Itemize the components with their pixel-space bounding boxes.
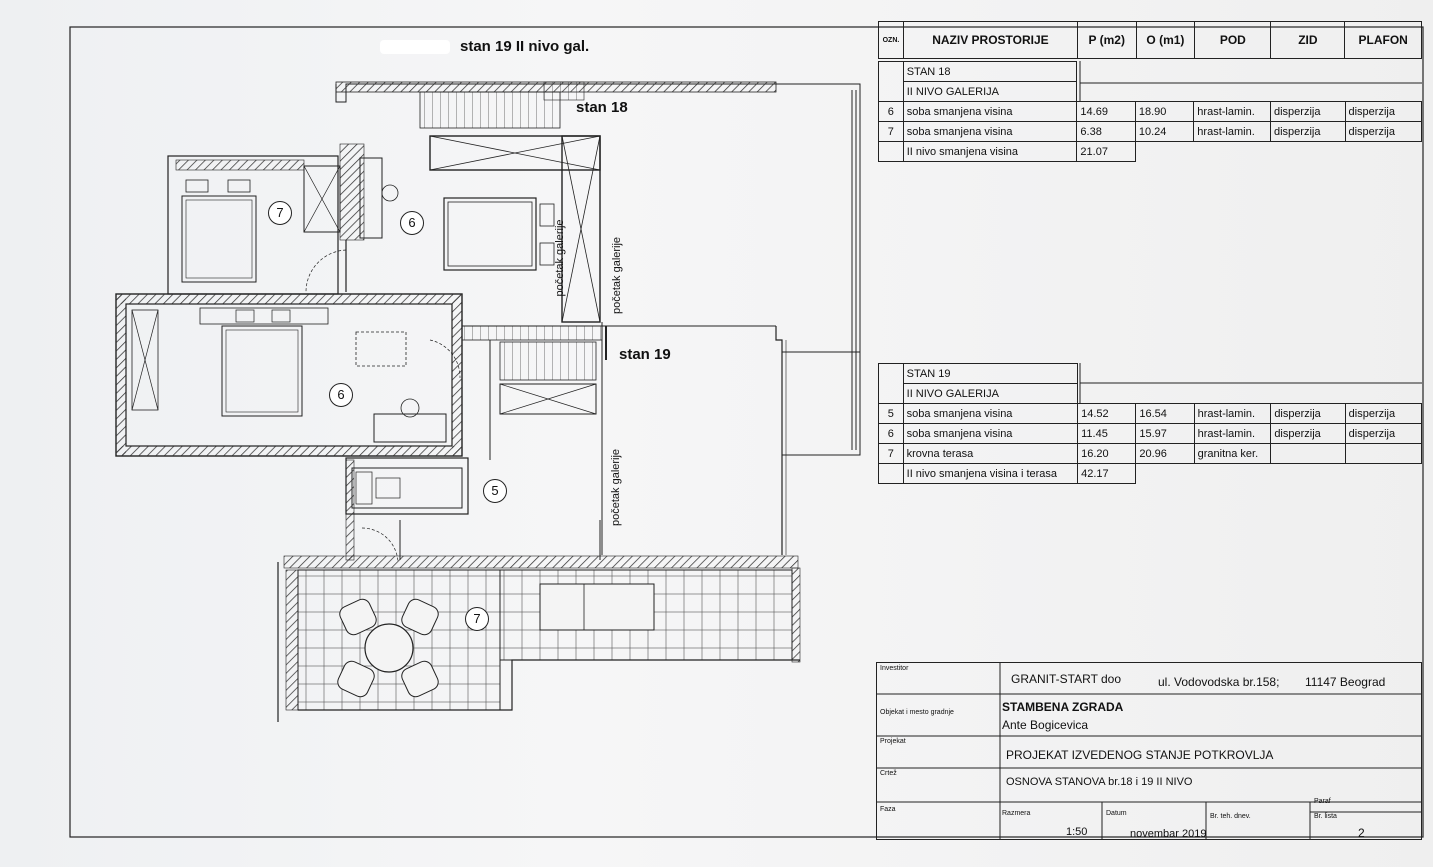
stan19-r1-zid: disperzija [1270,403,1346,424]
table-row: 6 soba smanjena visina 11.45 15.97 hrast… [878,423,1423,444]
label-stan-18: stan 18 [576,99,628,116]
gallery-start-text-1: početak galerije [554,219,566,297]
stan19-subtitle: II NIVO GALERIJA [902,383,1079,404]
table-row: 7 krovna terasa 16.20 20.96 granitna ker… [878,443,1423,464]
crtez: OSNOVA STANOVA br.18 i 19 II NIVO [1006,776,1193,788]
col-pod: POD [1194,21,1272,59]
mesto-gradnje: Ante Bogicevica [1002,718,1089,732]
room-number-6-a: 6 [400,211,424,235]
stan19-total-label: II nivo smanjena visina i terasa [902,463,1079,484]
stan18-r2-ozn: 7 [878,121,904,142]
br-lista: 2 [1358,826,1365,840]
faza-label: Faza [880,806,896,813]
stan18-title: STAN 18 [902,61,1078,82]
stan19-r1-naziv: soba smanjena visina [902,403,1079,424]
stan18-r1-p: 14.69 [1076,101,1136,122]
col-ozn: OZN. [878,21,904,59]
datum: novembar 2019 [1130,828,1207,840]
stan19-r2-p: 11.45 [1077,423,1137,444]
investitor-address: ul. Vodovodska br.158; [1158,675,1280,689]
stan18-r1-zid: disperzija [1270,101,1346,122]
title-block-frame [876,662,1422,840]
stan19-r3-plafon [1344,443,1423,464]
stan18-r1-pod: hrast-lamin. [1193,101,1271,122]
paraf-label: Paraf [1314,798,1331,805]
stan19-r3-pod: granitna ker. [1193,443,1272,464]
stan18-r1-plafon: disperzija [1344,101,1422,122]
stan19-r1-pod: hrast-lamin. [1193,403,1272,424]
room-number-6-b: 6 [329,383,353,407]
col-zid: ZID [1270,21,1346,59]
stan18-r2-zid: disperzija [1270,121,1346,142]
gallery-start-vert-1: početak galerije [611,214,623,314]
investitor-label: Investitor [880,665,909,672]
room-number-7-b: 7 [465,607,489,631]
stan19-r1-o: 16.54 [1135,403,1195,424]
br-lista-label: Br. lista [1314,813,1337,820]
stan19-r2-pod: hrast-lamin. [1193,423,1272,444]
stan19-r2-o: 15.97 [1135,423,1195,444]
stan19-r3-o: 20.96 [1135,443,1195,464]
stan19-r2-naziv: soba smanjena visina [902,423,1079,444]
gallery-start-vert-2: početak galerije [610,426,622,526]
razmera: 1:50 [1066,826,1088,838]
objekat-label: Objekat i mesto gradnje [880,709,954,716]
stan18-total-label: II nivo smanjena visina [902,141,1078,162]
gallery-start-vert-1-text: početak galerije [611,236,623,314]
stan18-r2-p: 6.38 [1076,121,1136,142]
projekat: PROJEKAT IZVEDENOG STANJE POTKROVLJA [1006,748,1274,762]
razmera-label: Razmera [1002,810,1031,817]
datum-label: Datum [1106,810,1127,817]
stan18-table: STAN 18 II NIVO GALERIJA 6 soba smanjena… [878,61,1422,162]
projekat-label: Projekat [880,738,906,745]
table-row: 7 soba smanjena visina 6.38 10.24 hrast-… [878,121,1422,142]
table-row: 6 soba smanjena visina 14.69 18.90 hrast… [878,101,1422,122]
stan19-r2-zid: disperzija [1270,423,1346,444]
stan19-title: STAN 19 [902,363,1079,384]
stan19-r1-ozn: 5 [878,403,904,424]
stan18-r2-naziv: soba smanjena visina [902,121,1078,142]
stan19-r3-naziv: krovna terasa [902,443,1079,464]
stan19-table: STAN 19 II NIVO GALERIJA 5 soba smanjena… [878,363,1423,484]
col-naziv: NAZIV PROSTORIJE [902,21,1078,59]
col-plafon: PLAFON [1344,21,1422,59]
col-p: P (m2) [1076,21,1137,59]
room-table-header: OZN. NAZIV PROSTORIJE P (m2) O (m1) POD … [878,21,1422,59]
stan19-r2-plafon: disperzija [1344,423,1423,444]
investitor-city: 11147 Beograd [1305,675,1386,689]
gallery-start-vert-2-text: početak galerije [610,448,622,526]
col-o: O (m1) [1135,21,1196,59]
table-row: 5 soba smanjena visina 14.52 16.54 hrast… [878,403,1423,424]
investitor: GRANIT-START doo [1011,672,1122,686]
label-stan-19: stan 19 [619,346,671,363]
stan19-r3-ozn: 7 [878,443,904,464]
crtez-label: Crtež [880,770,897,777]
room-number-7-a: 7 [268,201,292,225]
stan18-r1-ozn: 6 [878,101,904,122]
stan19-r2-ozn: 6 [878,423,904,444]
stan18-total: 21.07 [1076,141,1136,162]
stan18-r2-o: 10.24 [1134,121,1195,142]
stan18-r2-pod: hrast-lamin. [1193,121,1271,142]
room-number-5: 5 [483,479,507,503]
stan18-r1-naziv: soba smanjena visina [902,101,1078,122]
stan18-subtitle: II NIVO GALERIJA [902,81,1078,102]
stan19-r3-zid [1270,443,1346,464]
stan19-r1-plafon: disperzija [1344,403,1423,424]
stan18-r2-plafon: disperzija [1344,121,1422,142]
stan18-r1-o: 18.90 [1134,101,1195,122]
stan19-r1-p: 14.52 [1077,403,1137,424]
br-teh-label: Br. teh. dnev. [1210,813,1251,820]
stan19-total: 42.17 [1077,463,1137,484]
objekat: STAMBENA ZGRADA [1002,700,1124,714]
stan19-r3-p: 16.20 [1077,443,1137,464]
drawing-title: stan 19 II nivo gal. [460,38,590,55]
